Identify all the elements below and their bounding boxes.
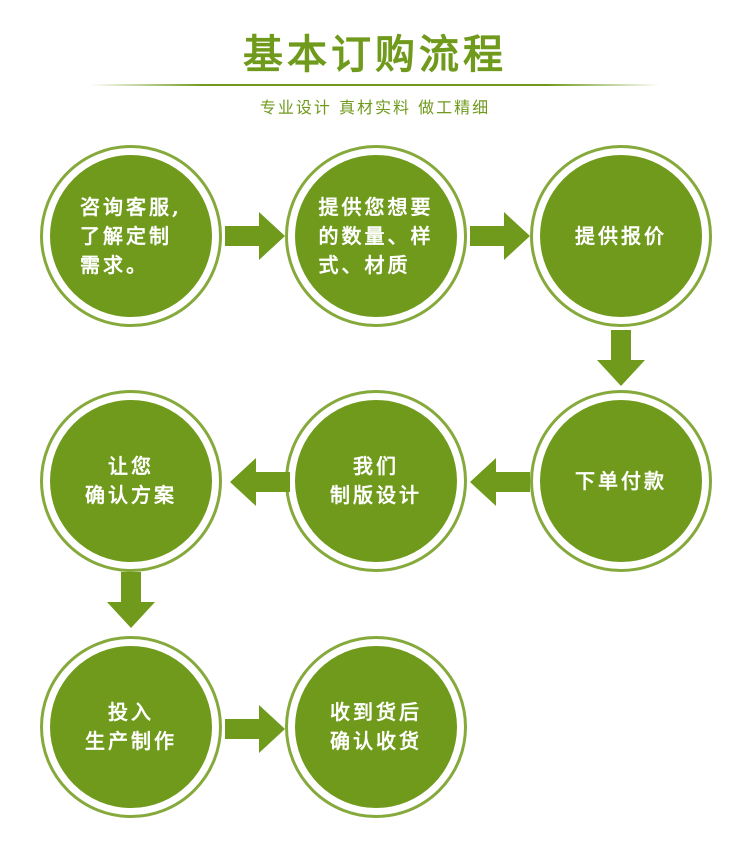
- step-design: 我们 制版设计: [285, 390, 467, 572]
- step-quote-text: 提供报价: [575, 223, 667, 248]
- step-design-text: 我们 制版设计: [330, 454, 422, 507]
- step-production: 投入 生产制作: [40, 636, 222, 818]
- step-consult: 咨询客服, 了解定制 需求。: [40, 145, 222, 327]
- step-receive: 收到货后 确认收货: [285, 636, 467, 818]
- arrow-right-3: [225, 705, 285, 753]
- step-consult-text: 咨询客服, 了解定制 需求。: [80, 194, 182, 277]
- step-quote: 提供报价: [530, 145, 712, 327]
- arrow-left-1: [470, 458, 530, 506]
- arrow-left-2: [230, 458, 290, 506]
- step-provide-specs: 提供您想要 的数量、样 式、材质: [285, 145, 467, 327]
- arrow-right-2: [470, 212, 530, 260]
- step-confirm-plan: 让您 确认方案: [40, 390, 222, 572]
- page-subtitle: 专业设计 真材实料 做工精细: [259, 98, 491, 117]
- title-divider: [90, 84, 660, 86]
- step-confirm-plan-text: 让您 确认方案: [85, 454, 177, 507]
- step-order-pay: 下单付款: [530, 390, 712, 572]
- arrow-down-1: [597, 330, 645, 386]
- step-production-text: 投入 生产制作: [85, 700, 177, 753]
- step-order-pay-text: 下单付款: [575, 468, 667, 493]
- page-title: 基本订购流程: [243, 32, 507, 78]
- step-receive-text: 收到货后 确认收货: [330, 700, 422, 753]
- arrow-right-1: [225, 212, 285, 260]
- step-provide-specs-text: 提供您想要 的数量、样 式、材质: [318, 194, 434, 277]
- arrow-down-2: [107, 572, 155, 628]
